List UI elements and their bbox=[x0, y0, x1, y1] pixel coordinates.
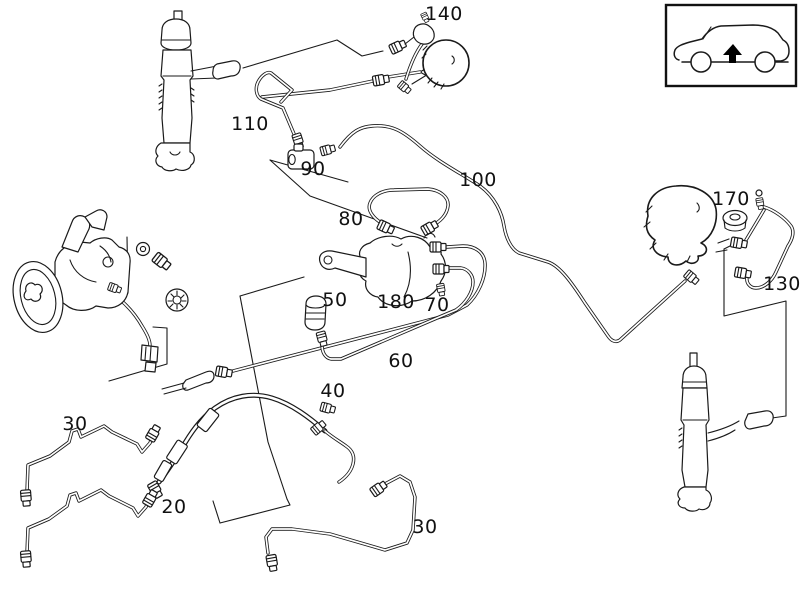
front-strut bbox=[155, 10, 241, 172]
accumulator-sphere-140 bbox=[421, 39, 470, 90]
accumulator-sphere-170 bbox=[643, 184, 765, 287]
junction-block-90 bbox=[287, 132, 337, 170]
valve-line-assembly bbox=[371, 11, 435, 96]
steering-pump bbox=[12, 209, 189, 373]
part-label-140-0: 140 bbox=[425, 3, 463, 25]
part-label-180-6: 180 bbox=[377, 291, 415, 313]
leveling-valve-180 bbox=[318, 232, 450, 307]
part-label-60-8: 60 bbox=[388, 350, 414, 372]
pressure-hose bbox=[146, 395, 356, 500]
small-fittings-group bbox=[161, 295, 337, 415]
location-thumbnail bbox=[664, 3, 798, 88]
station-wagon-side-icon bbox=[673, 24, 790, 73]
part-label-70-7: 70 bbox=[424, 294, 450, 316]
up-arrow-icon bbox=[723, 44, 742, 63]
part-label-110-1: 110 bbox=[231, 113, 269, 135]
part-label-100-3: 100 bbox=[459, 169, 497, 191]
part-label-130-14: 130 bbox=[763, 273, 800, 295]
part-label-90-2: 90 bbox=[300, 158, 326, 180]
part-label-40-9: 40 bbox=[320, 380, 346, 402]
part-label-170-13: 170 bbox=[712, 188, 750, 210]
part-label-80-4: 80 bbox=[338, 208, 364, 230]
part-label-20-11: 20 bbox=[161, 496, 187, 518]
rear-strut bbox=[677, 352, 774, 512]
part-label-50-5: 50 bbox=[322, 289, 348, 311]
part-label-30-10: 30 bbox=[62, 413, 88, 435]
part-label-30-12: 30 bbox=[412, 516, 438, 538]
return-line-fittings bbox=[19, 423, 389, 573]
